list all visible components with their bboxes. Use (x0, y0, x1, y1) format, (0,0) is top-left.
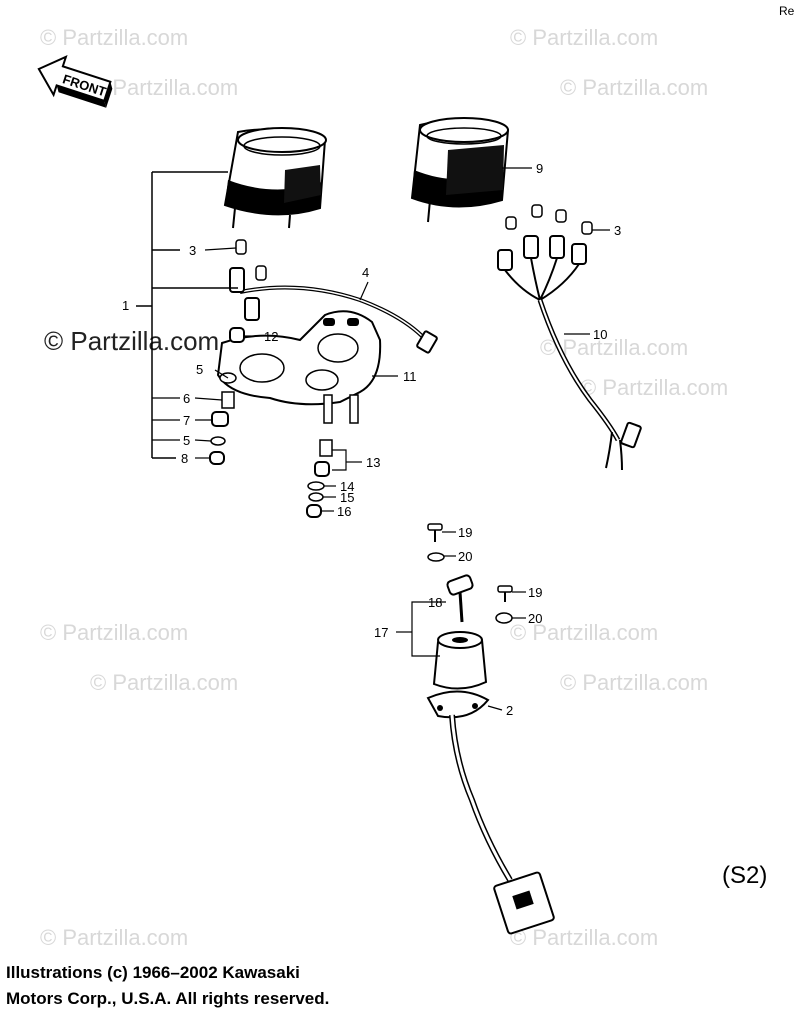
watermark: © Partzilla.com (510, 620, 658, 645)
screw-washer-icons (427, 523, 513, 624)
callout-8: 8 (181, 451, 188, 466)
damper-stack-icon (306, 439, 333, 518)
callout-group-1 (136, 171, 238, 459)
watermark: © Partzilla.com (40, 25, 188, 50)
callout-17: 17 (374, 625, 388, 640)
callout-15: 15 (340, 490, 354, 505)
callout-2: 2 (506, 703, 513, 718)
callout-20: 20 (458, 549, 472, 564)
section-code: (S2) (722, 862, 768, 889)
callout-5: 5 (196, 362, 203, 377)
copyright-line-1: Illustrations (c) 1966–2002 Kawasaki (6, 963, 300, 982)
callout-labels: 1 3 4 5 6 7 5 8 12 11 13 14 15 16 9 3 10… (122, 161, 621, 718)
watermark: © Partzilla.com (40, 620, 188, 645)
watermark: © Partzilla.com (90, 75, 238, 100)
watermark: © Partzilla.com (560, 670, 708, 695)
callout-5: 5 (183, 433, 190, 448)
corner-text: Re (779, 4, 795, 18)
watermark-dark: © Partzilla.com (44, 326, 219, 356)
watermark: © Partzilla.com (40, 925, 188, 950)
callout-3: 3 (189, 243, 196, 258)
leader-lines (152, 167, 610, 711)
watermark: © Partzilla.com (580, 375, 728, 400)
callout-11: 11 (403, 369, 417, 384)
callout-9: 9 (536, 161, 543, 176)
callout-19: 19 (528, 585, 542, 600)
watermarks: © Partzilla.com © Partzilla.com © Partzi… (40, 25, 728, 950)
watermark: © Partzilla.com (560, 75, 708, 100)
watermark: © Partzilla.com (90, 670, 238, 695)
meter-bracket-icon (216, 310, 382, 424)
callout-18: 18 (428, 595, 442, 610)
watermark: © Partzilla.com (510, 925, 658, 950)
callout-4: 4 (362, 265, 369, 280)
copyright-line-2: Motors Corp., U.S.A. All rights reserved… (6, 989, 330, 1008)
callout-1: 1 (122, 298, 129, 313)
watermark: © Partzilla.com (510, 25, 658, 50)
callout-12: 12 (264, 329, 278, 344)
callout-10: 10 (593, 327, 607, 342)
copyright-notice: Illustrations (c) 1966–2002 Kawasaki Mot… (6, 960, 329, 1012)
callout-7: 7 (183, 413, 190, 428)
speedometer-icon (223, 127, 327, 229)
callout-14: 14 (340, 479, 354, 494)
callout-6: 6 (183, 391, 190, 406)
front-arrow-icon: FRONT (37, 54, 113, 108)
tachometer-harness-icon (497, 204, 642, 471)
callout-3: 3 (614, 223, 621, 238)
callout-16: 16 (337, 504, 351, 519)
callout-19: 19 (458, 525, 472, 540)
tachometer-icon (410, 117, 510, 223)
meter-harness-icon (229, 239, 438, 354)
callout-20: 20 (528, 611, 542, 626)
callout-13: 13 (366, 455, 380, 470)
ignition-switch-icon (426, 574, 555, 935)
